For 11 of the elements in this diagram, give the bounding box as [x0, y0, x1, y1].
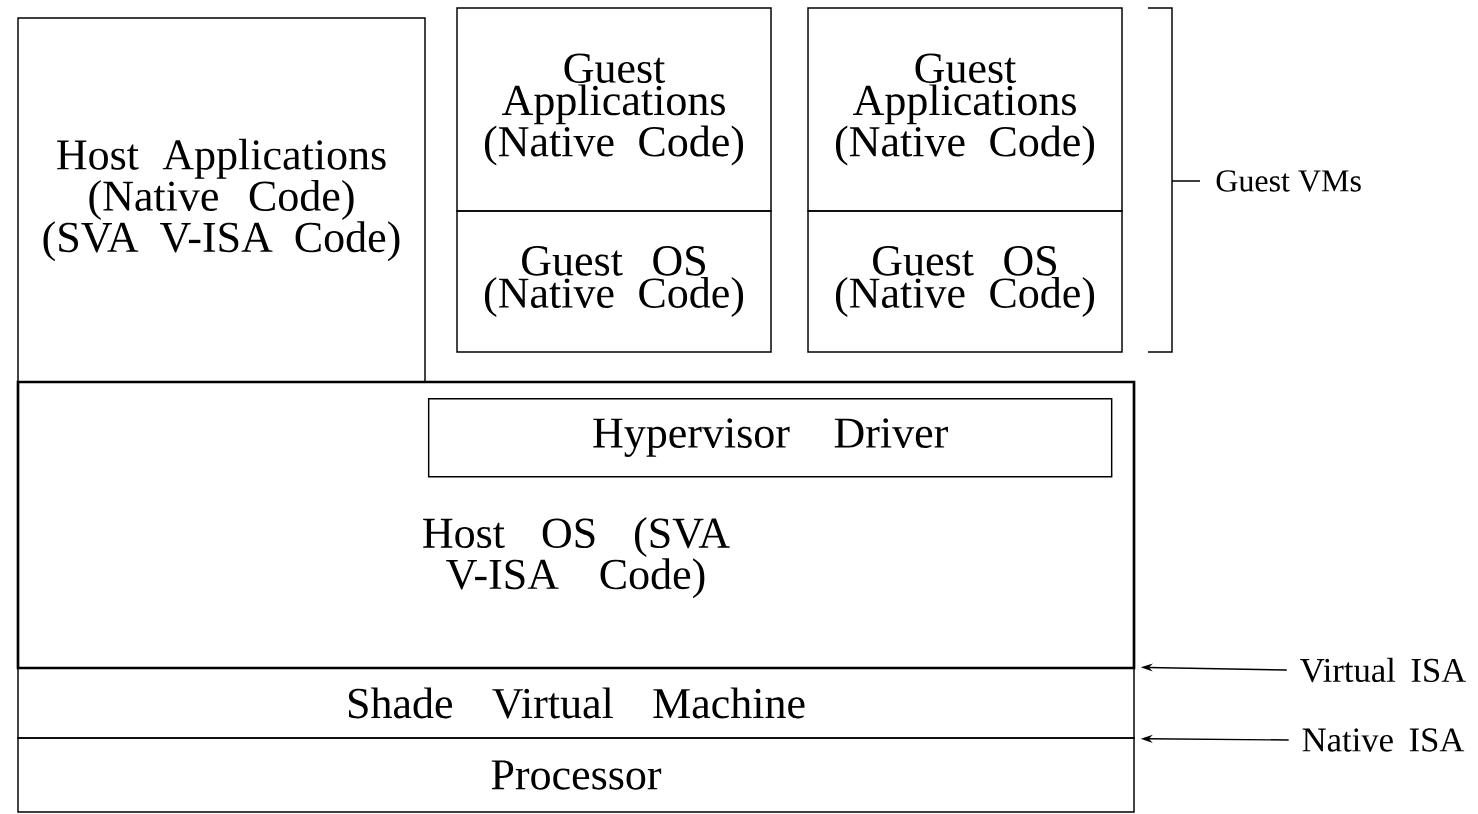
isa-label: Native ISA [1302, 728, 1465, 752]
layer-box: Guest Applications (Native Code) [456, 7, 772, 212]
layer-box: Processor [17, 737, 1135, 813]
driver-box: Hypervisor Driver [427, 397, 1113, 478]
layer-box: Host Applications (Native Code) (SVA V-ISA Code) [17, 17, 426, 383]
layer-box: Guest OS (Native Code) [456, 210, 772, 353]
layer-box: Guest OS (Native Code) [807, 210, 1123, 353]
isa-label: Virtual ISA [1300, 657, 1466, 683]
layer-box: Shade Virtual Machine [17, 667, 1135, 739]
layer-box: Guest Applications (Native Code) [807, 7, 1123, 212]
group-label: Guest VMs [1216, 170, 1361, 192]
